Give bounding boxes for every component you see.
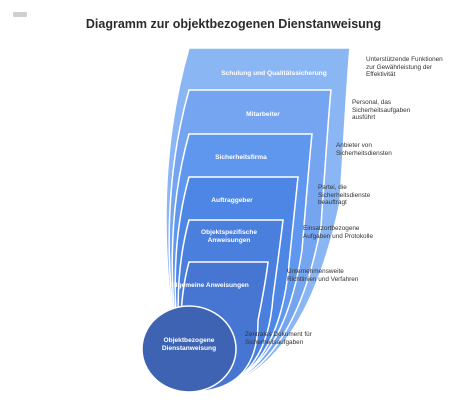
description-line: Einsatzortbezogene bbox=[303, 225, 360, 232]
band-label-allgemeine-anweisungen: Allgemeine Anweisungen bbox=[169, 282, 249, 289]
description-line: Unterstützende Funktionen bbox=[366, 56, 443, 63]
description-line: ausführt bbox=[352, 114, 376, 122]
description-line: beauftragt bbox=[318, 199, 347, 207]
description-line: zur Gewährleistung der bbox=[366, 63, 433, 71]
description-line: Anbieter von bbox=[336, 142, 372, 149]
description-line: Sicherheitsdiensten bbox=[336, 149, 392, 157]
description-line: Sicherheitsaufgaben bbox=[352, 106, 411, 114]
description-line: Zentrales Dokument für bbox=[245, 331, 312, 338]
description-line: Effektivität bbox=[366, 71, 396, 79]
description-line: Partei, die bbox=[318, 184, 347, 191]
description-line: Unternehmensweite bbox=[287, 268, 344, 275]
band-label-auftraggeber: Auftraggeber bbox=[211, 197, 253, 204]
description-line: Sicherheitsaufgaben bbox=[245, 338, 304, 346]
brand-logo-icon bbox=[13, 12, 27, 17]
diagram-title: Diagramm zur objektbezogenen Dienstanwei… bbox=[85, 17, 382, 31]
description-line: Personal, das bbox=[352, 99, 392, 106]
diagram-bands bbox=[141, 47, 351, 393]
band-label-mitarbeiter: Mitarbeiter bbox=[246, 111, 280, 118]
description-line: Sicherheitsdienste bbox=[318, 191, 371, 199]
core-circle bbox=[141, 305, 237, 393]
description-line: Aufgaben und Protokolle bbox=[303, 232, 373, 240]
band-label-sicherheitsfirma: Sicherheitsfirma bbox=[215, 154, 267, 161]
diagram-band-labels: Schulung und QualitätssicherungMitarbeit… bbox=[162, 70, 327, 352]
description-line: Richtlinien und Verfahren bbox=[287, 275, 359, 283]
band-label-schulung-und-qualitatssicherung: Schulung und Qualitätssicherung bbox=[221, 70, 327, 77]
